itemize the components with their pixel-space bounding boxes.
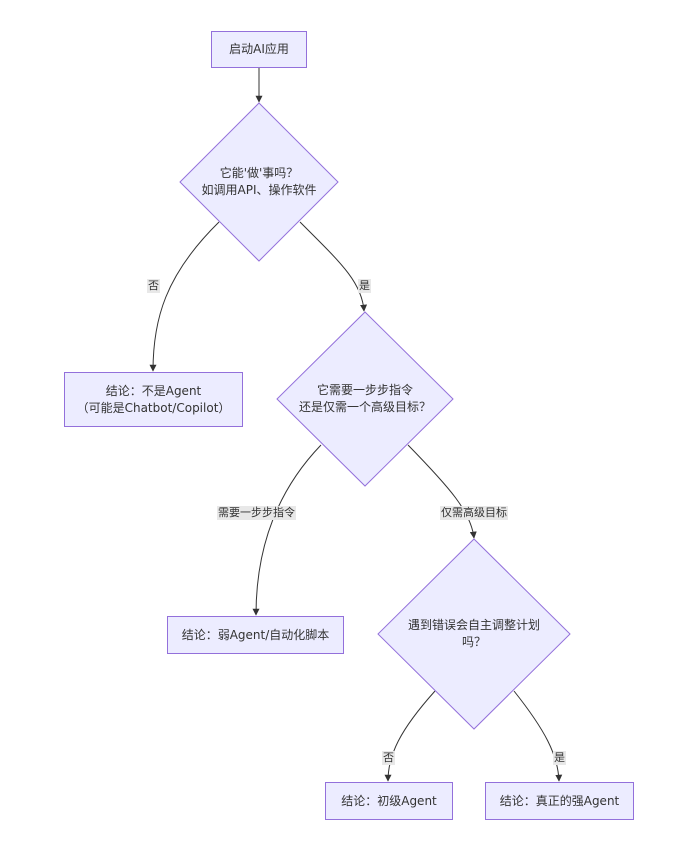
- decision-diamond-q1: [179, 102, 339, 262]
- node-result-weak-agent-text: 结论：弱Agent/自动化脚本: [181, 627, 330, 642]
- edge-q1-to-q2: [299, 221, 368, 312]
- edge-label-q1-no: 否: [147, 279, 160, 293]
- decision-diamond-q2: [276, 311, 454, 487]
- node-result-not-agent-line2: （可能是Chatbot/Copilot）: [76, 400, 231, 415]
- edge-q1-to-r1: [149, 221, 220, 372]
- edge-label-q3-yes: 是: [553, 751, 566, 765]
- decision-q3-line1: 遇到错误会自主调整计划: [407, 618, 540, 632]
- edge-q3-to-r3: [384, 690, 436, 782]
- node-result-weak-agent: 结论：弱Agent/自动化脚本: [167, 616, 344, 654]
- decision-diamond-q3: [377, 538, 571, 730]
- node-result-not-agent: 结论：不是Agent （可能是Chatbot/Copilot）: [64, 372, 243, 427]
- edge-q2-to-q3: [407, 444, 477, 539]
- edge-label-q2-steps: 需要一步步指令: [217, 506, 296, 520]
- node-result-not-agent-line1: 结论：不是Agent: [105, 383, 202, 398]
- node-start-text: 启动AI应用: [229, 42, 289, 56]
- decision-q2-line1: 它需要一步步指令: [316, 383, 413, 397]
- edge-label-q3-no: 否: [382, 751, 395, 765]
- node-result-junior-agent: 结论：初级Agent: [325, 782, 453, 820]
- decision-q2-text: 它需要一步步指令 还是仅需一个高级目标？: [277, 379, 453, 419]
- node-result-strong-agent-text: 结论：真正的强Agent: [499, 793, 620, 808]
- node-start-ai-app: 启动AI应用: [211, 31, 307, 68]
- edge-label-q1-yes: 是: [358, 279, 371, 293]
- node-result-junior-agent-text: 结论：初级Agent: [341, 793, 437, 808]
- decision-q3-text: 遇到错误会自主调整计划 吗？: [388, 614, 560, 654]
- decision-q3-line2: 吗？: [461, 635, 486, 649]
- node-result-strong-agent: 结论：真正的强Agent: [485, 782, 634, 820]
- decision-q1-text: 它能'做'事吗？ 如调用API、操作软件: [180, 162, 338, 202]
- decision-q1-line1: 它能'做'事吗？: [219, 166, 299, 180]
- edge-label-q2-goal: 仅需高级目标: [440, 506, 508, 520]
- decision-q1-line2: 如调用API、操作软件: [201, 183, 317, 197]
- edge-q2-to-r2: [252, 444, 322, 616]
- decision-q2-line2: 还是仅需一个高级目标？: [298, 400, 431, 414]
- edge-q3-to-r4: [513, 690, 563, 782]
